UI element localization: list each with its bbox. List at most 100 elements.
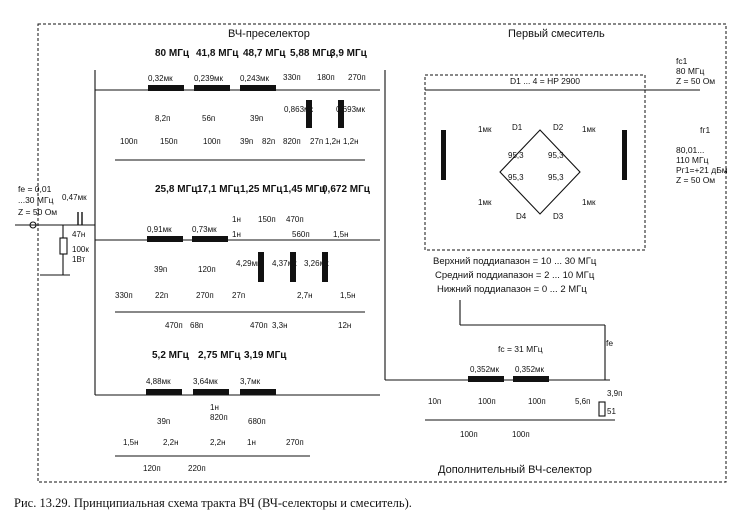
lower-coil-2 bbox=[240, 389, 276, 395]
middle-cap-15: 68п bbox=[190, 321, 203, 330]
middle-cap-7: 1,5н bbox=[333, 230, 349, 239]
middle-cap-9: 22п bbox=[155, 291, 168, 300]
lower-cap-4: 1,5н bbox=[123, 438, 139, 447]
aux-ind-1: 0,352мк bbox=[515, 365, 545, 374]
upper-cap-5: 270п bbox=[348, 73, 366, 82]
middle-ind-1: 0,73мк bbox=[192, 225, 217, 234]
mixer-lo-power: Pг1=+21 дБм bbox=[676, 165, 728, 175]
mixer-section: D1 ... 4 = HP 2900 D1 D2 D3 D4 1мк 1мк 1… bbox=[424, 56, 728, 295]
mixer-title: Первый смеситель bbox=[508, 28, 605, 40]
subband-lower: Нижний поддиапазон = 0 ... 2 МГц bbox=[437, 284, 587, 295]
lower-freq-2: 3,19 МГц bbox=[244, 350, 287, 361]
upper-cap-7: 150п bbox=[160, 137, 178, 146]
middle-coil-4 bbox=[322, 252, 328, 282]
upper-cap-4: 180п bbox=[317, 73, 335, 82]
upper-cap-10: 82п bbox=[262, 137, 275, 146]
aux-out-cap: 3,9п bbox=[607, 389, 622, 398]
middle-freq-3: 1,45 МГц bbox=[283, 184, 326, 195]
middle-cap-18: 12н bbox=[338, 321, 351, 330]
lower-cap-8: 270п bbox=[286, 438, 304, 447]
upper-coil-1 bbox=[194, 85, 230, 91]
mixer-lo-f: fг1 bbox=[700, 125, 710, 135]
upper-coil-0 bbox=[148, 85, 184, 91]
lower-cap-6: 2,2н bbox=[210, 438, 226, 447]
aux-cap-1: 100п bbox=[478, 397, 496, 406]
middle-cap-16: 470п bbox=[250, 321, 268, 330]
upper-cap-6: 100п bbox=[120, 137, 138, 146]
upper-freq-1: 41,8 МГц bbox=[196, 48, 239, 59]
diode-d3: D3 bbox=[553, 212, 564, 221]
diode-d1: D1 bbox=[512, 123, 523, 132]
bridge-cap-3: 1мк bbox=[478, 198, 492, 207]
upper-ind-0: 0,32мк bbox=[148, 74, 173, 83]
input-coil-label: 47н bbox=[72, 230, 85, 239]
upper-cap-1: 56п bbox=[202, 114, 215, 123]
upper-cap-12: 27п bbox=[310, 137, 323, 146]
lower-cap-7: 1н bbox=[247, 438, 256, 447]
mixer-frame bbox=[424, 74, 646, 251]
aux-cap-3: 5,6п bbox=[575, 397, 590, 406]
mixer-lo-freq: 110 МГц bbox=[676, 155, 709, 165]
input-impedance: Z = 50 Ом bbox=[18, 207, 57, 217]
middle-cap-4: 470п bbox=[286, 215, 304, 224]
upper-cap-8: 100п bbox=[203, 137, 221, 146]
upper-cap-13: 1,2н bbox=[325, 137, 341, 146]
upper-band: 80 МГц 41,8 МГц 48,7 МГц 5,88 МГц 3,9 МГ… bbox=[115, 48, 380, 161]
aux-coil-0 bbox=[468, 376, 504, 382]
bridge-cap-1: 1мк bbox=[582, 125, 596, 134]
aux-selector-title: Дополнительный ВЧ-селектор bbox=[438, 464, 592, 476]
bridge-cap-2: 1мк bbox=[582, 198, 596, 207]
lower-cap-2: 820п bbox=[210, 413, 228, 422]
mixer-lo-range: 80,01... bbox=[676, 145, 704, 155]
aux-ind-0: 0,352мк bbox=[470, 365, 500, 374]
upper-cap-2: 39п bbox=[250, 114, 263, 123]
upper-freq-2: 48,7 МГц bbox=[243, 48, 286, 59]
middle-cap-10: 270п bbox=[196, 291, 214, 300]
aux-cap-4: 100п bbox=[460, 430, 478, 439]
bridge-res-3: 95,3 bbox=[508, 173, 524, 182]
upper-cap-11: 820п bbox=[283, 137, 301, 146]
middle-freq-1: 17,1 МГц bbox=[197, 184, 240, 195]
bridge-cap-0: 1мк bbox=[478, 125, 492, 134]
middle-cap-14: 470п bbox=[165, 321, 183, 330]
upper-ind-3: 0,863мк bbox=[284, 105, 314, 114]
lower-ind-1: 3,64мк bbox=[193, 377, 218, 386]
mixer-output-f: fc1 bbox=[676, 56, 688, 66]
middle-cap-12: 2,7н bbox=[297, 291, 313, 300]
middle-cap-6: 560п bbox=[292, 230, 310, 239]
middle-ind-3: 4,37мк bbox=[272, 259, 297, 268]
aux-fc: fc = 31 МГц bbox=[498, 344, 543, 354]
upper-ind-2: 0,243мк bbox=[240, 74, 270, 83]
upper-freq-4: 3,9 МГц bbox=[330, 48, 368, 59]
input-range: ...30 МГц bbox=[18, 195, 54, 205]
middle-cap-8: 330п bbox=[115, 291, 133, 300]
aux-coil-1 bbox=[513, 376, 549, 382]
upper-ind-4: 0,693мк bbox=[336, 105, 366, 114]
middle-freq-0: 25,8 МГц bbox=[155, 184, 198, 195]
middle-ind-4: 3,26мк bbox=[304, 259, 329, 268]
mixer-output-z: Z = 50 Ом bbox=[676, 76, 715, 86]
middle-coil-0 bbox=[147, 236, 183, 242]
lower-freq-0: 5,2 МГц bbox=[152, 350, 190, 361]
diode-bridge bbox=[499, 129, 581, 215]
upper-coil-3 bbox=[306, 100, 312, 128]
input-section: fe = 0,01 ...30 МГц Z = 50 Ом 0,47мк 47н… bbox=[15, 70, 96, 395]
middle-cap-2: 1н bbox=[232, 215, 241, 224]
middle-coil-1 bbox=[192, 236, 228, 242]
lower-coil-1 bbox=[193, 389, 229, 395]
bridge-res-1: 95,3 bbox=[548, 151, 564, 160]
middle-freq-4: 0,672 МГц bbox=[322, 184, 371, 195]
aux-selector: fc = 31 МГц fe 0,352мк 0,352мк 10п 100п … bbox=[420, 300, 622, 439]
upper-coil-2 bbox=[240, 85, 276, 91]
mixer-transformer-right bbox=[622, 130, 627, 180]
lower-cap-10: 220п bbox=[188, 464, 206, 473]
middle-cap-17: 3,3н bbox=[272, 321, 288, 330]
upper-cap-0: 8,2п bbox=[155, 114, 170, 123]
middle-cap-13: 1,5н bbox=[340, 291, 356, 300]
bridge-res-0: 95,3 bbox=[508, 151, 524, 160]
aux-out-resistor bbox=[598, 401, 606, 417]
upper-cap-3: 330п bbox=[283, 73, 301, 82]
aux-cap-0: 10п bbox=[428, 397, 441, 406]
diode-d4: D4 bbox=[516, 212, 527, 221]
